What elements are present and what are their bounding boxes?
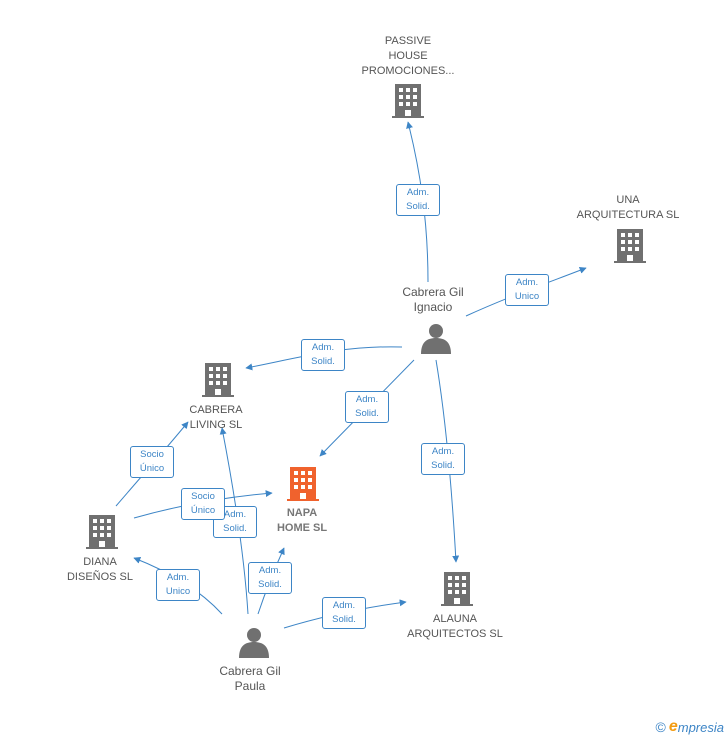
node-cabrera-living-label[interactable]: CABRERA LIVING SL xyxy=(189,404,243,431)
edge-label: Adm. Solid. xyxy=(345,391,389,423)
building-icon xyxy=(441,572,473,606)
edge-label: Adm. Solid. xyxy=(301,339,345,371)
node-alauna-label[interactable]: ALAUNA ARQUITECTOS SL xyxy=(407,613,503,640)
edge-label: Adm. Solid. xyxy=(248,562,292,594)
edge-label: Socio Único xyxy=(130,446,174,478)
node-diana-label[interactable]: DIANA DISEÑOS SL xyxy=(66,556,134,583)
copyright-icon: © xyxy=(655,719,666,735)
node-ignacio-label[interactable]: Cabrera Gil Ignacio xyxy=(402,285,464,314)
building-icon xyxy=(614,229,646,263)
node-una-label[interactable]: UNA ARQUITECTURA SL xyxy=(576,194,680,221)
person-icon xyxy=(239,628,269,658)
edge-label: Adm. Unico xyxy=(156,569,200,601)
building-icon xyxy=(392,84,424,118)
building-icon xyxy=(86,515,118,549)
edge-label: Adm. Solid. xyxy=(396,184,440,216)
edge-label: Adm. Solid. xyxy=(421,443,465,475)
building-icon xyxy=(202,363,234,397)
brand-initial: e xyxy=(668,718,678,735)
edge-label: Socio Único xyxy=(181,488,225,520)
node-napa-label[interactable]: NAPA HOME SL xyxy=(276,507,328,534)
person-icon xyxy=(421,324,451,354)
edge-label: Adm. Unico xyxy=(505,274,549,306)
brand-name: mpresia xyxy=(677,719,724,735)
edge-label: Adm. Solid. xyxy=(322,597,366,629)
edges xyxy=(115,121,587,629)
building-icon xyxy=(287,467,319,501)
node-passive-label[interactable]: PASSIVE HOUSE PROMOCIONES... xyxy=(361,35,455,77)
node-paula-label[interactable]: Cabrera Gil Paula xyxy=(219,664,281,693)
